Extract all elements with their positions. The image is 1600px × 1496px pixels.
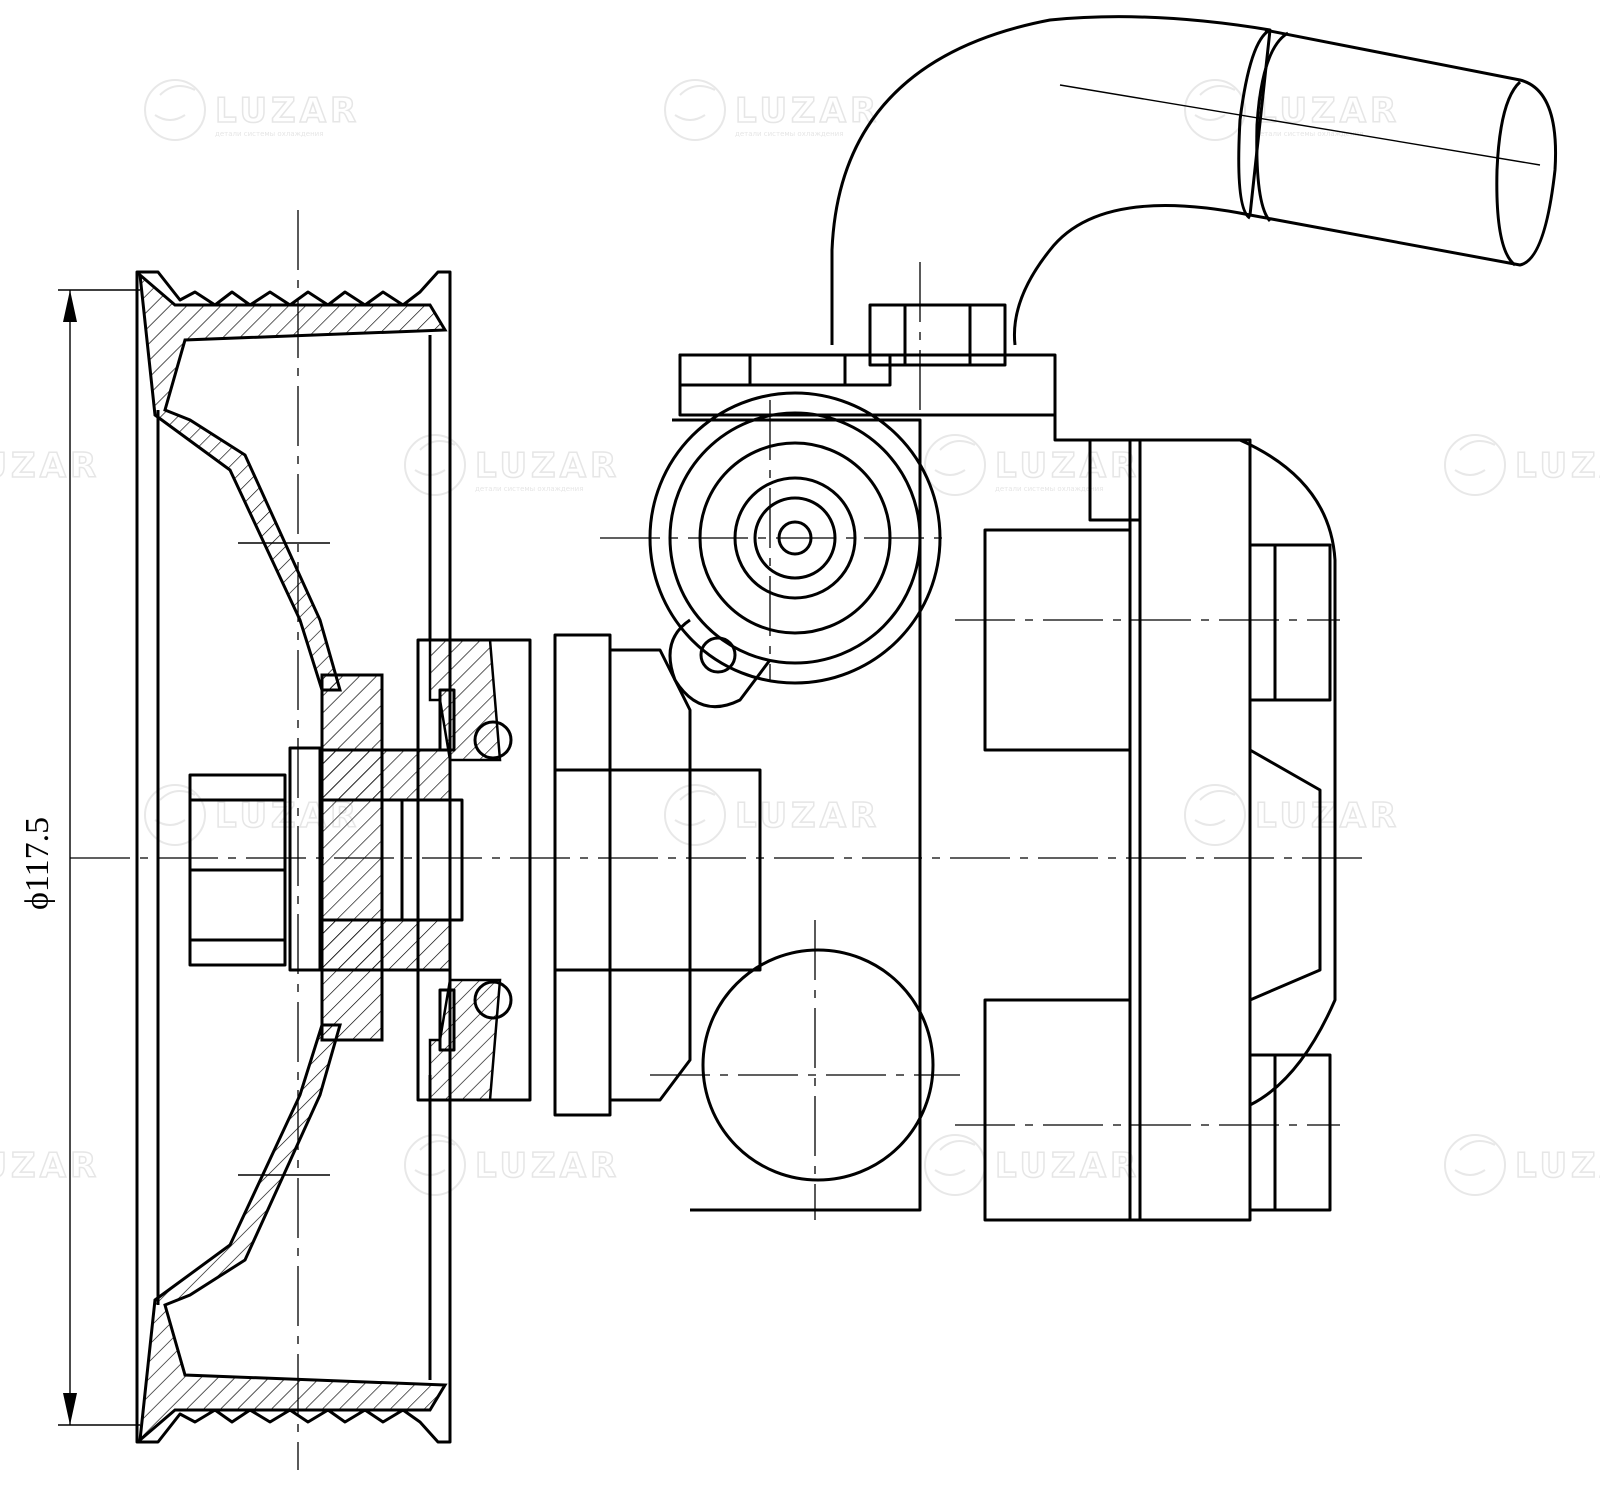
- svg-text:LUZAR: LUZAR: [995, 1146, 1140, 1186]
- port-bore: [777, 520, 813, 556]
- watermark-logo: LUZAR: [1444, 434, 1600, 496]
- svg-text:LUZAR: LUZAR: [735, 796, 880, 836]
- hub-assembly: [188, 638, 532, 1102]
- svg-text:LUZAR: LUZAR: [0, 446, 100, 486]
- svg-text:LUZAR: LUZAR: [1515, 1146, 1600, 1186]
- svg-text:LUZAR: LUZAR: [215, 91, 360, 131]
- svg-text:детали системы охлаждения: детали системы охлаждения: [215, 130, 323, 138]
- diameter-dimension: ϕ117.5: [19, 289, 140, 1426]
- svg-text:LUZAR: LUZAR: [735, 91, 880, 131]
- svg-text:LUZAR: LUZAR: [1255, 796, 1400, 836]
- bearing-ball: [473, 720, 513, 760]
- svg-text:LUZAR: LUZAR: [0, 1146, 100, 1186]
- svg-text:LUZAR: LUZAR: [475, 446, 620, 486]
- bolt-head: [1248, 1053, 1332, 1212]
- watermark-logo: LUZAR: [664, 784, 880, 846]
- watermark-logo: LUZAR: [404, 1134, 620, 1196]
- arrow-up-icon: [63, 290, 77, 322]
- watermark-logo: LUZAR: [1444, 1134, 1600, 1196]
- watermark-logo: LUZAR: [1184, 784, 1400, 846]
- svg-text:детали системы охлаждения: детали системы охлаждения: [735, 130, 843, 138]
- bearing-ball: [473, 980, 513, 1020]
- svg-text:LUZAR: LUZAR: [1515, 446, 1600, 486]
- pump-body: [553, 303, 1337, 1222]
- dimension-label: ϕ117.5: [19, 817, 56, 910]
- pulley: [135, 270, 452, 1444]
- watermark-logo: LUZAR: [0, 1145, 100, 1187]
- outlet-pipe: [830, 15, 1558, 346]
- svg-text:детали системы охлаждения: детали системы охлаждения: [1255, 130, 1363, 138]
- svg-text:LUZAR: LUZAR: [1255, 91, 1400, 131]
- svg-text:LUZAR: LUZAR: [475, 1146, 620, 1186]
- svg-text:LUZAR: LUZAR: [995, 446, 1140, 486]
- port-outer: [648, 391, 942, 685]
- fitting-nut: [868, 303, 1007, 367]
- watermark-logo: LUZAR: [924, 1134, 1140, 1196]
- reservoir-boss: [701, 948, 935, 1182]
- bolt-head: [1248, 543, 1332, 702]
- arrow-down-icon: [63, 1393, 77, 1425]
- svg-text:детали системы охлаждения: детали системы охлаждения: [475, 485, 583, 493]
- svg-text:детали системы охлаждения: детали системы охлаждения: [995, 485, 1103, 493]
- watermark-logo: LUZAR: [0, 445, 100, 487]
